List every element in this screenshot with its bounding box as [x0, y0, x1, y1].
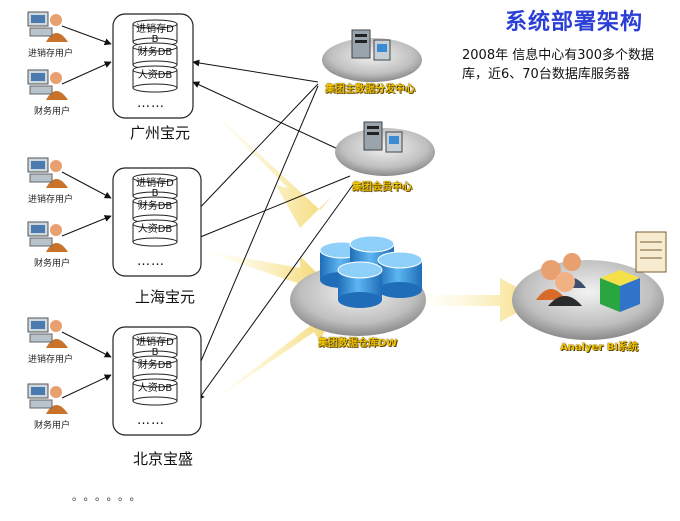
- user-link-line: [61, 215, 112, 237]
- flow-line: [197, 181, 356, 401]
- bi-document-icon: [635, 231, 667, 273]
- user-label: 进销存用户: [28, 355, 74, 365]
- database-cylinders-icon: [319, 235, 423, 308]
- database-label: 人资DB: [137, 383, 173, 394]
- site-name: 上海宝元: [135, 288, 196, 306]
- site-name: 北京宝盛: [133, 450, 194, 468]
- user-link-line: [61, 171, 112, 199]
- database-label: 进销存DB: [136, 178, 174, 199]
- user-icon: [27, 69, 68, 100]
- page-title: 系统部署架构: [505, 10, 644, 35]
- user-icon: [27, 221, 68, 252]
- user-label: 进销存用户: [28, 195, 74, 205]
- member-center-label: 集团会员中心: [352, 182, 412, 193]
- database-label: 进销存DB: [136, 337, 174, 358]
- database-label: 人资DB: [137, 70, 173, 81]
- bi-system-label: Analyer BI系统: [560, 342, 639, 353]
- data-flow-lines: [192, 59, 356, 401]
- server-icon: [363, 121, 403, 153]
- more-sites-indicator: 。。。。。。: [72, 490, 147, 503]
- database-icon: [132, 219, 178, 247]
- user-icon: [27, 11, 68, 42]
- flow-line: [192, 83, 319, 216]
- bi-users-icon: [536, 253, 586, 306]
- database-icon: [132, 378, 178, 406]
- user-icon: [27, 383, 68, 414]
- user-icon: [27, 157, 68, 188]
- glow-arrow-gz: [195, 95, 332, 228]
- database-label: 进销存DB: [136, 24, 174, 45]
- glow-arrow-bj: [200, 312, 332, 410]
- database-label: 人资DB: [137, 224, 173, 235]
- glow-arrows: [195, 95, 540, 410]
- user-icon: [27, 317, 68, 348]
- glow-arrow-bi: [420, 278, 540, 322]
- user-label: 财务用户: [34, 107, 71, 117]
- more-databases-indicator: ……: [137, 413, 165, 428]
- user-link-line: [61, 374, 112, 399]
- more-databases-indicator: ……: [137, 254, 165, 269]
- user-link-line: [61, 25, 112, 46]
- flow-line: [192, 85, 319, 381]
- main-data-center-label: 集团主数据分发中心: [325, 84, 415, 95]
- database-label: 财务DB: [137, 47, 173, 58]
- user-label: 财务用户: [34, 421, 71, 431]
- description-text: 2008年 信息中心有300多个数据库，近6、70台数据库服务器: [462, 48, 655, 82]
- database-icon: [132, 65, 178, 93]
- more-databases-indicator: ……: [137, 96, 165, 111]
- warehouse-label: 集团数据仓库DW: [318, 338, 398, 349]
- flow-line: [192, 59, 319, 83]
- member-platform: [335, 128, 435, 176]
- user-link-line: [61, 331, 112, 358]
- glow-arrow-sh: [200, 250, 322, 296]
- bi-cube-icon: [600, 270, 640, 312]
- user-link-line: [61, 61, 112, 85]
- main-data-platform: [322, 38, 422, 82]
- user-label: 进销存用户: [28, 49, 74, 59]
- sites-layer: [27, 11, 202, 436]
- server-icon: [351, 29, 391, 61]
- database-label: 财务DB: [137, 201, 173, 212]
- user-label: 财务用户: [34, 259, 71, 269]
- database-label: 财务DB: [137, 360, 173, 371]
- flow-line: [192, 175, 351, 241]
- site-name: 广州宝元: [130, 124, 191, 142]
- flow-line: [192, 81, 341, 151]
